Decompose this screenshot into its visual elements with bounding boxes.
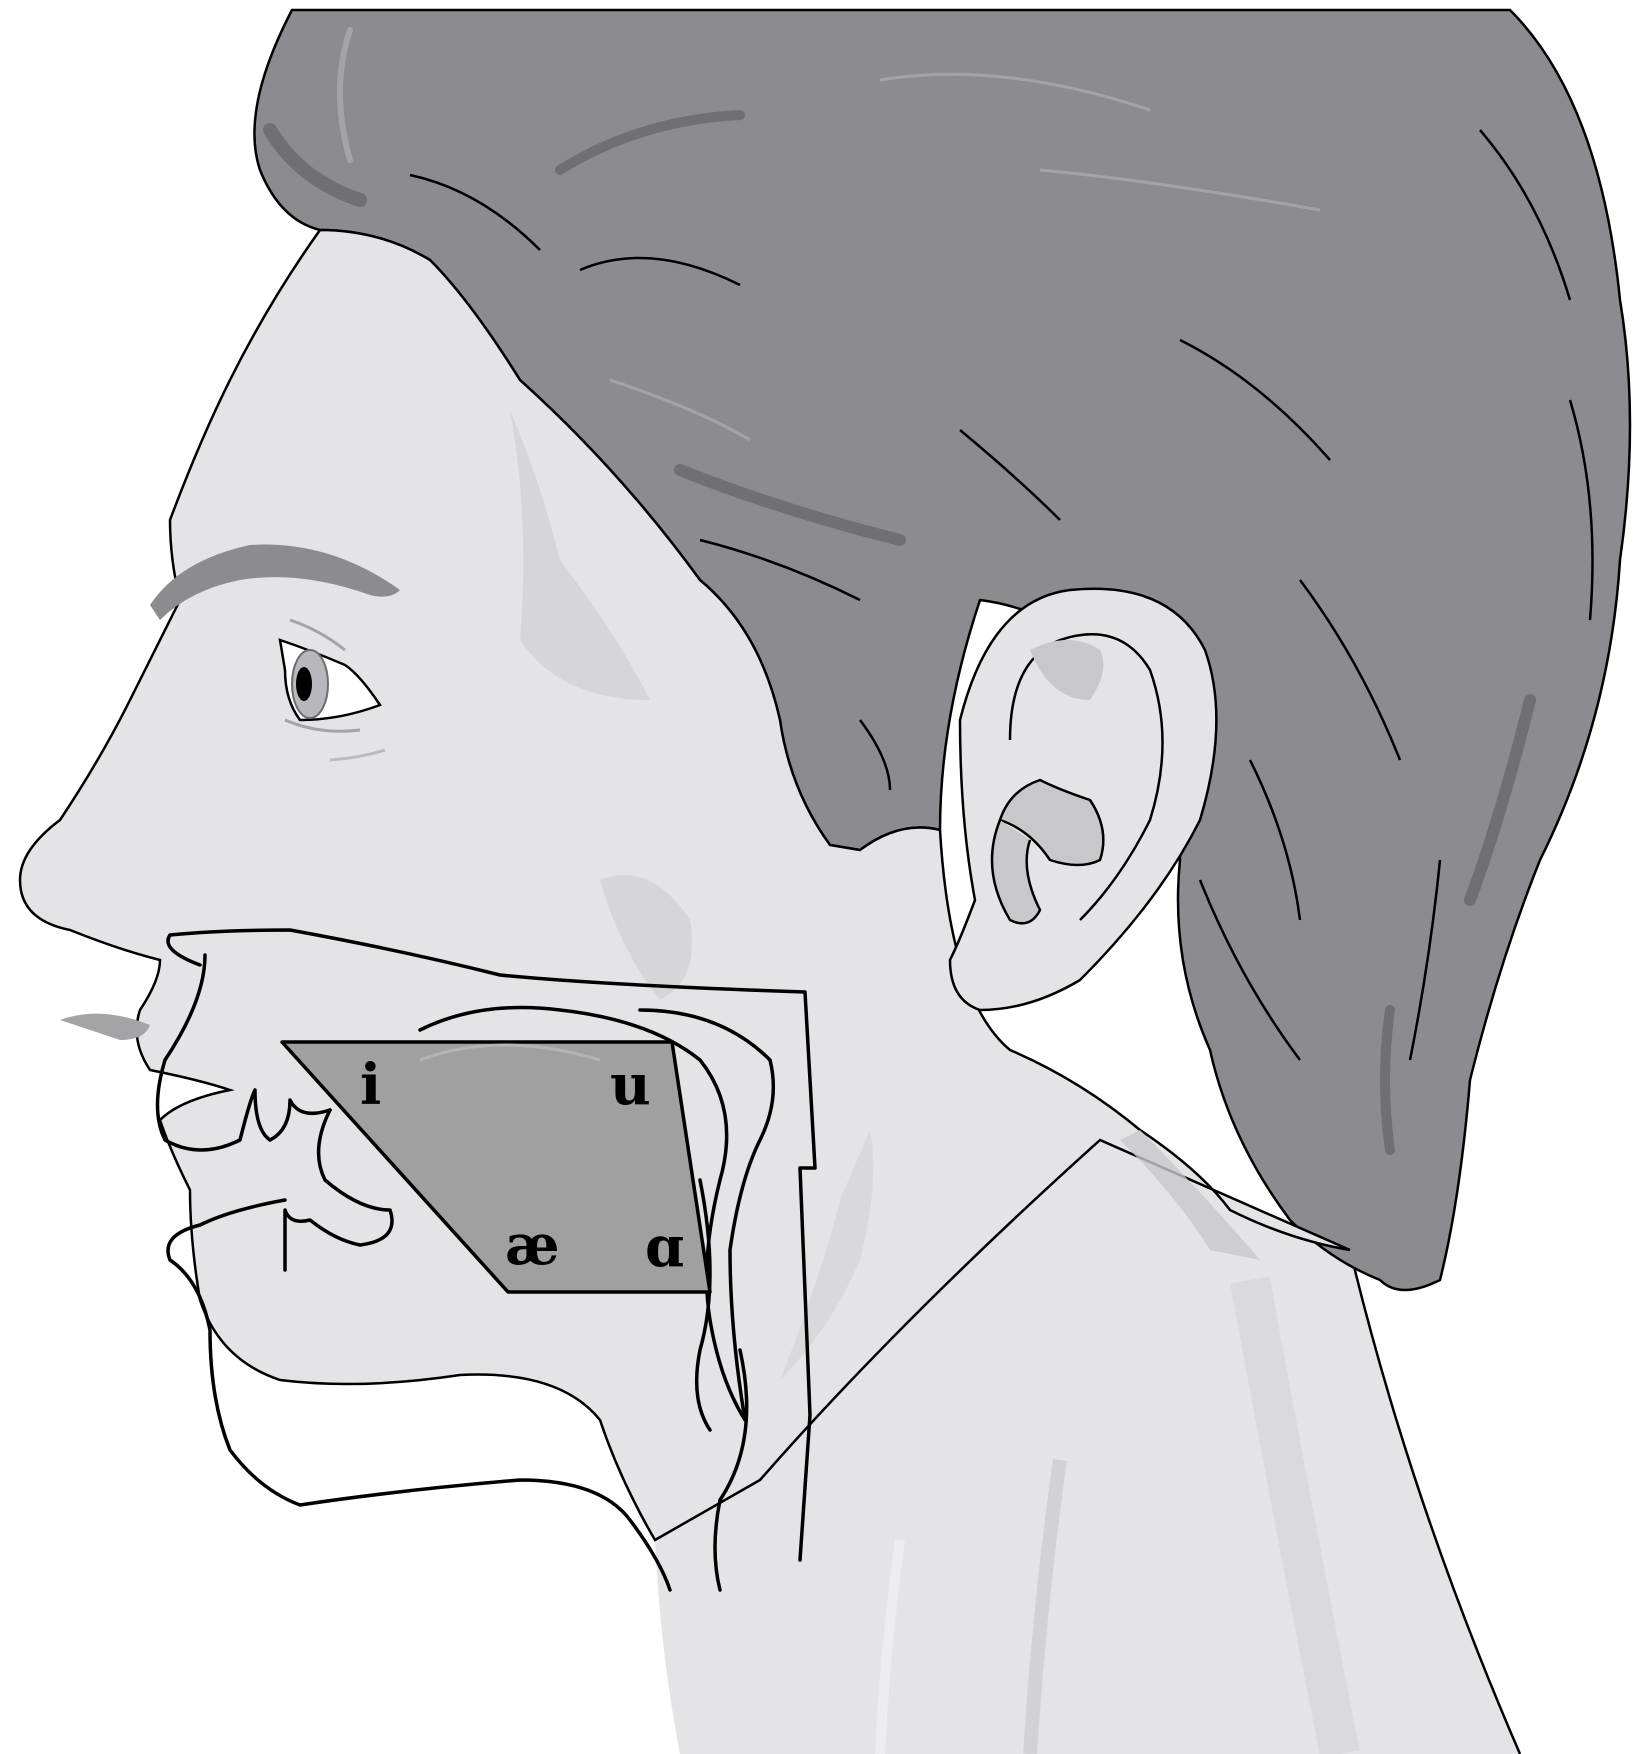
vowel-low-back: ɑ <box>645 1214 684 1280</box>
ear <box>950 589 1216 1010</box>
vowel-high-back: u <box>610 1052 651 1118</box>
vowel-low-front: æ <box>505 1212 560 1278</box>
vowel-high-front: i <box>360 1052 381 1118</box>
nostril <box>60 1014 150 1040</box>
